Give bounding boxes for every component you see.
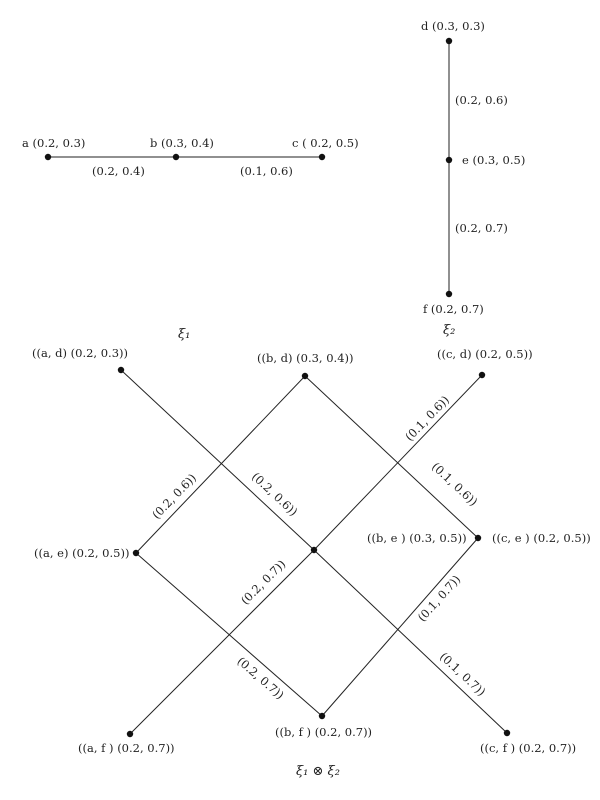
node-f [445, 290, 453, 298]
node-ae [132, 549, 140, 557]
edge-be-cf [313, 549, 508, 734]
node-e-label: e (0.3, 0.5) [462, 153, 525, 167]
node-bf [318, 712, 326, 720]
edge-b-c-label: (0.1, 0.6) [240, 164, 293, 178]
graph-xi1-caption: ξ₁ [178, 327, 190, 342]
node-ce [474, 534, 482, 542]
node-d-label: d (0.3, 0.3) [421, 19, 485, 33]
node-ad [117, 366, 125, 374]
edge-af-be-label: (0.2, 0.7)) [238, 557, 288, 607]
node-f-label: f (0.2, 0.7) [423, 302, 484, 316]
node-ad-label: ((a, d) (0.2, 0.3)) [32, 346, 128, 360]
edge-ae-bf [135, 552, 323, 717]
edge-bf-ce [321, 537, 479, 717]
node-ce-label: ((c, e ) (0.2, 0.5)) [492, 531, 591, 545]
node-cd-label: ((c, d) (0.2, 0.5)) [437, 347, 533, 361]
node-c [318, 153, 326, 161]
edge-e-f-label: (0.2, 0.7) [455, 221, 508, 235]
node-af [126, 730, 134, 738]
edge-a-b-label: (0.2, 0.4) [92, 164, 145, 178]
node-b-label: b (0.3, 0.4) [150, 136, 214, 150]
edge-ad-be [120, 369, 315, 551]
edge-ae-bd [135, 375, 306, 554]
node-be-label: ((b, e ) (0.3, 0.5)) [367, 531, 467, 545]
node-bd-label: ((b, d) (0.3, 0.4)) [257, 351, 354, 365]
node-bf-label: ((b, f ) (0.2, 0.7)) [275, 725, 372, 739]
graph-xi2: d (0.3, 0.3) e (0.3, 0.5) f (0.2, 0.7) (… [421, 19, 525, 338]
node-bd [301, 372, 309, 380]
edge-bd-ce-label: (0.1, 0.6)) [429, 459, 480, 508]
graph-product-caption: ξ₁ ⊗ ξ₂ [296, 764, 340, 779]
node-c-label: c ( 0.2, 0.5) [292, 136, 359, 150]
edge-bd-ce [304, 375, 479, 539]
node-d [445, 37, 453, 45]
node-a [44, 153, 52, 161]
graph-product: ((a, d) (0.2, 0.3)) ((b, d) (0.3, 0.4)) … [32, 346, 591, 779]
graph-xi1: a (0.2, 0.3) b (0.3, 0.4) c ( 0.2, 0.5) … [22, 136, 359, 342]
edge-d-e-label: (0.2, 0.6) [455, 93, 508, 107]
graph-xi2-caption: ξ₂ [443, 323, 455, 338]
node-a-label: a (0.2, 0.3) [22, 136, 85, 150]
node-be [310, 546, 318, 554]
edge-ad-be-label: (0.2, 0.6)) [249, 469, 300, 518]
node-af-label: ((a, f ) (0.2, 0.7)) [78, 741, 175, 755]
edge-ae-bd-label: (0.2, 0.6)) [149, 471, 199, 522]
edge-af-be [129, 549, 315, 735]
node-e [445, 156, 453, 164]
node-ae-label: ((a, e) (0.2, 0.5)) [34, 546, 129, 560]
node-cf [503, 729, 511, 737]
edge-be-cd-label: (0.1, 0.6)) [402, 393, 452, 444]
node-cd [478, 371, 486, 379]
node-cf-label: ((c, f ) (0.2, 0.7)) [480, 741, 576, 755]
edge-bf-ce-label: (0.1, 0.7)) [415, 572, 464, 624]
node-b [172, 153, 180, 161]
